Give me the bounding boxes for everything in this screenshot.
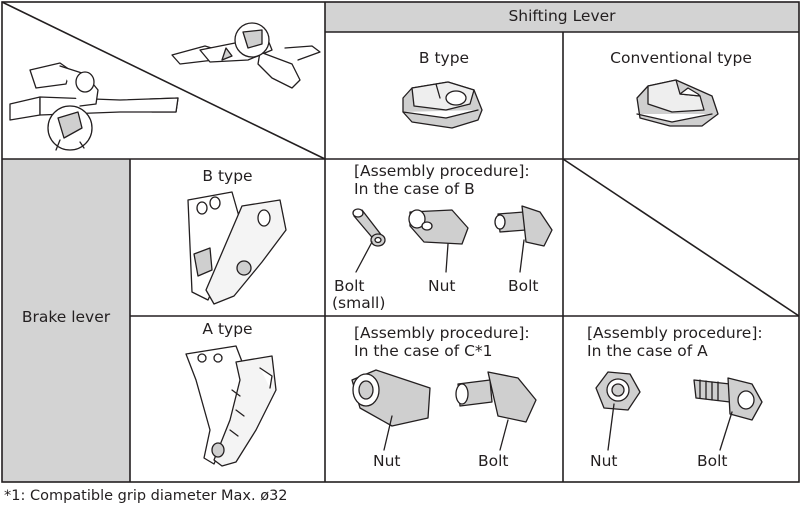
case-a-part-bolt: Bolt [697, 452, 728, 470]
brake-lever-assembly-image [9, 62, 179, 151]
case-a-title-2: In the case of A [587, 342, 708, 360]
case-b-title-2: In the case of B [354, 180, 475, 198]
conventional-shifter-clamp-image [636, 79, 719, 127]
case-a-bolt-image [693, 377, 763, 451]
case-b-nut-image [408, 209, 469, 273]
case-a-title-1: [Assembly procedure]: [587, 324, 763, 342]
b-type-brake-lever-image [187, 191, 287, 305]
brake-lever-header: Brake lever [21, 308, 111, 326]
case-c-nut-image [351, 369, 431, 451]
case-b-part-small-note: (small) [332, 294, 386, 312]
shifting-lever-assembly-image [171, 22, 321, 89]
shifting-lever-header-bg [325, 2, 799, 32]
case-b-part-nut: Nut [428, 277, 456, 295]
case-c-part-bolt: Bolt [478, 452, 509, 470]
case-c-title-1: [Assembly procedure]: [354, 324, 530, 342]
row-b-type-label: B type [202, 167, 253, 185]
row-a-type-label: A type [202, 320, 253, 338]
shifting-lever-header: Shifting Lever [508, 7, 616, 25]
b-type-shifter-clamp-image [402, 81, 483, 129]
case-a-part-nut: Nut [590, 452, 618, 470]
footnote: *1: Compatible grip diameter Max. ø32 [4, 488, 288, 504]
col-b-type-label: B type [418, 49, 470, 67]
brake-lever-header-bg [2, 159, 130, 482]
case-b-part-bolt-small: Bolt [334, 277, 365, 295]
case-c-part-nut: Nut [373, 452, 401, 470]
case-c-title-2: In the case of C*1 [354, 342, 493, 360]
case-b-part-bolt: Bolt [508, 277, 539, 295]
case-b-title-1: [Assembly procedure]: [354, 162, 530, 180]
a-type-brake-lever-image [185, 345, 277, 467]
case-b-bolt-image [494, 205, 553, 273]
case-c-bolt-image [455, 371, 537, 451]
col-conventional-type-label: Conventional type [610, 49, 752, 67]
case-a-nut-image [595, 371, 641, 451]
bolt-small-image [352, 208, 386, 273]
